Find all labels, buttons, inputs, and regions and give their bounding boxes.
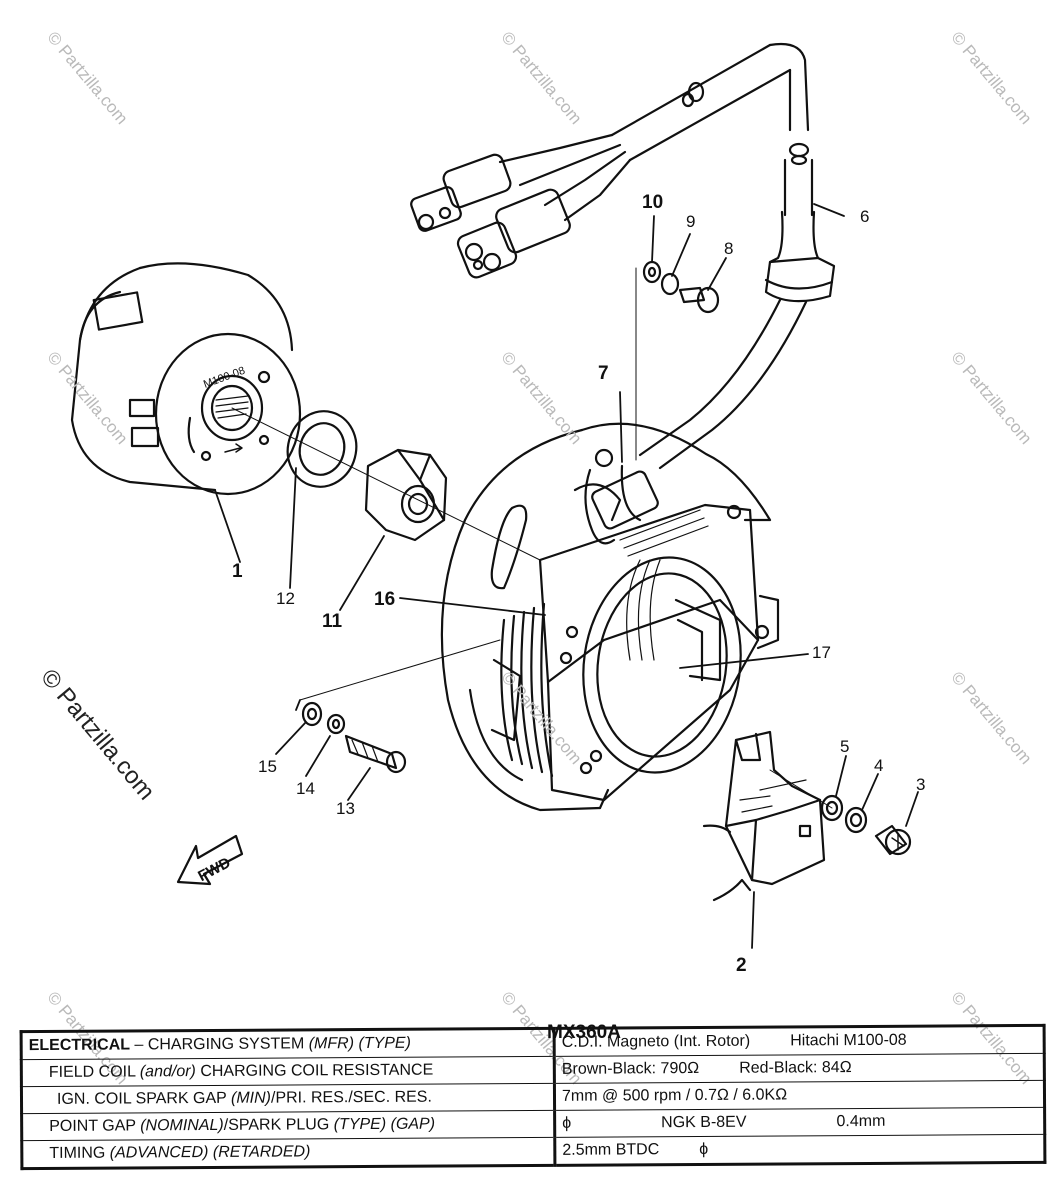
callout-13: 13 bbox=[336, 799, 355, 818]
washer-10 bbox=[642, 260, 662, 284]
washer-5 bbox=[820, 794, 844, 822]
model-label: MX360A bbox=[547, 1022, 621, 1043]
washer-15 bbox=[301, 701, 323, 727]
washer-12 bbox=[286, 410, 358, 488]
callout-8: 8 bbox=[724, 239, 734, 258]
connector-a bbox=[410, 153, 512, 232]
flywheel-rotor bbox=[70, 262, 302, 496]
fwd-label: FWD bbox=[195, 854, 233, 885]
callout-4: 4 bbox=[874, 756, 884, 775]
callout-7: 7 bbox=[598, 363, 609, 384]
rotor-nut bbox=[364, 448, 448, 542]
callout-14: 14 bbox=[296, 779, 315, 798]
callout-15: 15 bbox=[258, 757, 277, 776]
wire-grommet bbox=[764, 210, 836, 303]
spec-label-timing: TIMING (ADVANCED) (RETARDED) bbox=[21, 1137, 555, 1169]
callout-3: 3 bbox=[916, 775, 926, 794]
callout-6: 6 bbox=[860, 207, 870, 226]
spec-value-charging-system: C.D.I. Magneto (Int. Rotor)Hitachi M100-… bbox=[554, 1025, 1045, 1057]
callout-5: 5 bbox=[840, 737, 850, 756]
pulser-unit bbox=[702, 730, 826, 902]
screw-13 bbox=[344, 734, 407, 774]
stator-coil-assembly bbox=[490, 464, 780, 802]
spec-value-ign-coil: 7mm @ 500 rpm / 0.7Ω / 6.0KΩ bbox=[554, 1080, 1045, 1111]
spec-label-point-gap: POINT GAP (NOMINAL)/SPARK PLUG (TYPE) (G… bbox=[21, 1110, 555, 1141]
screw-8 bbox=[678, 286, 720, 314]
wire-harness bbox=[410, 42, 814, 279]
washer-9 bbox=[660, 272, 680, 296]
fwd-arrow-icon bbox=[176, 834, 244, 886]
magneto-exploded-diagram: M100-08 bbox=[70, 42, 919, 949]
callout-16: 16 bbox=[374, 589, 396, 610]
connector-b bbox=[456, 188, 571, 279]
washer-14 bbox=[326, 713, 346, 735]
callout-17: 17 bbox=[812, 643, 831, 662]
stator-base-plate bbox=[440, 422, 772, 812]
callout-2: 2 bbox=[736, 955, 747, 976]
callout-12: 12 bbox=[276, 589, 295, 608]
spec-label-field-coil: FIELD COIL (and/or) CHARGING COIL RESIST… bbox=[21, 1056, 555, 1087]
callout-1: 1 bbox=[232, 561, 243, 582]
spec-label-ign-coil: IGN. COIL SPARK GAP (MIN)/PRI. RES./SEC.… bbox=[21, 1083, 555, 1114]
electrical-spec-table: ELECTRICAL – CHARGING SYSTEM (MFR) (TYPE… bbox=[19, 1023, 1047, 1171]
callout-11: 11 bbox=[322, 611, 343, 632]
leader-lines bbox=[214, 203, 919, 949]
callout-10: 10 bbox=[642, 192, 664, 213]
callout-9: 9 bbox=[686, 212, 696, 231]
washer-4 bbox=[844, 806, 868, 834]
spec-label-charging-system: ELECTRICAL – CHARGING SYSTEM (MFR) (TYPE… bbox=[21, 1028, 555, 1060]
screw-3 bbox=[874, 824, 912, 856]
